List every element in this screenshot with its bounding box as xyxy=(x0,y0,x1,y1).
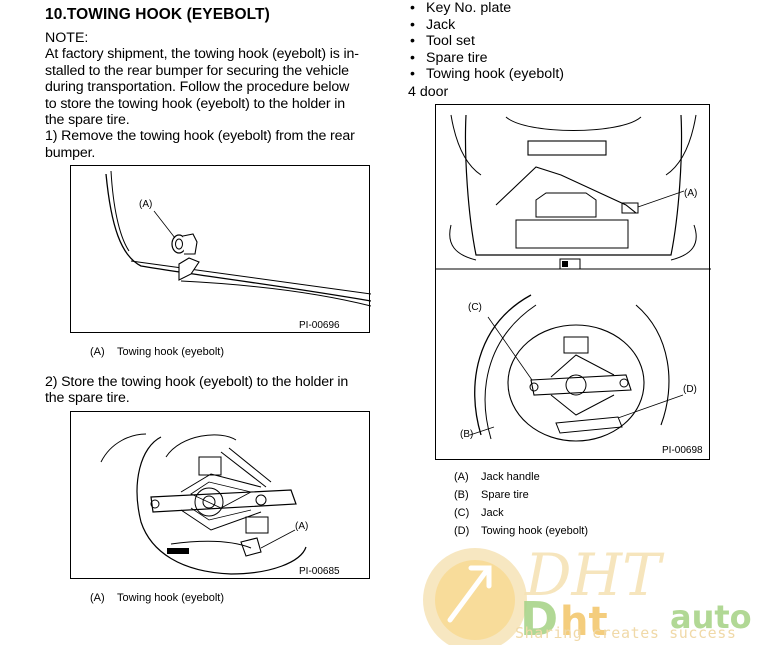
caption-row: (C) Jack xyxy=(454,504,588,522)
trunk-illustration xyxy=(436,114,711,442)
watermark-tagline: Sharing creates success xyxy=(515,624,737,642)
list-item: • Key No. plate xyxy=(408,0,728,17)
callout-b: (B) xyxy=(460,429,474,440)
step-1-line: bumper. xyxy=(45,144,96,161)
spare-tire-illustration xyxy=(100,433,307,575)
contents-list: • Key No. plate • Jack • Tool set • Spare ti… xyxy=(408,0,728,83)
subheading-4-door: 4 door xyxy=(408,83,449,100)
caption-key: (D) xyxy=(454,525,470,537)
list-item: • Jack xyxy=(408,17,728,34)
caption-text: Towing hook (eyebolt) xyxy=(481,525,589,537)
caption-row: (B) Spare tire xyxy=(454,486,588,504)
bullet: • xyxy=(410,0,415,16)
list-item: • Tool set xyxy=(408,33,728,50)
caption-row: (A) Towing hook (eyebolt) xyxy=(90,343,224,361)
section-heading: 10.TOWING HOOK (EYEBOLT) xyxy=(45,6,270,23)
figure-2-captions: (A) Towing hook (eyebolt) xyxy=(90,589,224,607)
figure-1-captions: (A) Towing hook (eyebolt) xyxy=(90,343,224,361)
caption-key: (C) xyxy=(454,507,470,519)
note-line: stalled to the rear bumper for securing … xyxy=(45,62,349,79)
list-item-text: Spare tire xyxy=(426,49,488,66)
caption-key: (A) xyxy=(90,592,105,604)
list-item-text: Key No. plate xyxy=(426,0,512,16)
figure-3-captions: (A) Jack handle (B) Spare tire (C) Jack … xyxy=(454,468,588,540)
left-column: 10.TOWING HOOK (EYEBOLT) NOTE: At factor… xyxy=(45,6,375,161)
figure-bumper-eyebolt: (A) PI-00696 xyxy=(70,165,371,333)
caption-row: (D) Towing hook (eyebolt) xyxy=(454,522,588,540)
svg-text:auto: auto xyxy=(670,598,752,636)
right-column: • Key No. plate • Jack • Tool set • Spare ti… xyxy=(408,0,728,100)
figure-code: PI-00698 xyxy=(662,445,703,456)
callout-d: (D) xyxy=(683,384,697,395)
list-item: • Spare tire xyxy=(408,50,728,67)
caption-key: (A) xyxy=(90,346,105,358)
callout-a: (A) xyxy=(684,188,698,199)
svg-text:ht: ht xyxy=(560,599,608,645)
figure-spare-tire-holder: (A) PI-00685 xyxy=(70,411,370,579)
caption-row: (A) Towing hook (eyebolt) xyxy=(90,589,224,607)
figure-trunk-spare-tire: (A) (C) (D) (B) PI-00698 xyxy=(435,104,711,460)
bullet: • xyxy=(410,49,415,66)
note-label: NOTE: xyxy=(45,30,89,46)
bumper-illustration xyxy=(105,170,371,307)
svg-text:D: D xyxy=(520,592,558,645)
bullet: • xyxy=(410,16,415,33)
step-1-line: 1) Remove the towing hook (eyebolt) from… xyxy=(45,128,355,145)
caption-text: Jack handle xyxy=(481,471,540,483)
list-item-text: Jack xyxy=(426,16,456,33)
figure-code: PI-00685 xyxy=(299,566,340,577)
note-line: during transportation. Follow the proced… xyxy=(45,79,350,96)
bullet: • xyxy=(410,33,415,50)
step-2-line: 2) Store the towing hook (eyebolt) to th… xyxy=(45,374,349,390)
caption-text: Towing hook (eyebolt) xyxy=(117,346,225,358)
note-line: to store the towing hook (eyebolt) to th… xyxy=(45,95,345,112)
caption-text: Towing hook (eyebolt) xyxy=(117,592,225,604)
list-item: • Towing hook (eyebolt) xyxy=(408,66,728,83)
note-line: the spare tire. xyxy=(45,112,130,129)
bullet: • xyxy=(410,66,415,83)
step-2-line: the spare tire. xyxy=(45,390,130,407)
watermark-logo-icon: DHT D ht auto xyxy=(423,541,752,645)
step-2-block: 2) Store the towing hook (eyebolt) to th… xyxy=(45,374,375,407)
caption-key: (B) xyxy=(454,489,469,501)
caption-row: (A) Jack handle xyxy=(454,468,588,486)
callout-a: (A) xyxy=(139,199,153,210)
callout-c: (C) xyxy=(468,302,482,313)
figure-code: PI-00696 xyxy=(299,320,340,331)
note-line: At factory shipment, the towing hook (ey… xyxy=(45,46,359,63)
callout-a: (A) xyxy=(295,521,309,532)
svg-text:DHT: DHT xyxy=(524,541,665,609)
caption-key: (A) xyxy=(454,471,469,483)
list-item-text: Towing hook (eyebolt) xyxy=(426,66,565,83)
caption-text: Jack xyxy=(481,507,504,519)
caption-text: Spare tire xyxy=(481,489,529,501)
list-item-text: Tool set xyxy=(426,33,475,50)
